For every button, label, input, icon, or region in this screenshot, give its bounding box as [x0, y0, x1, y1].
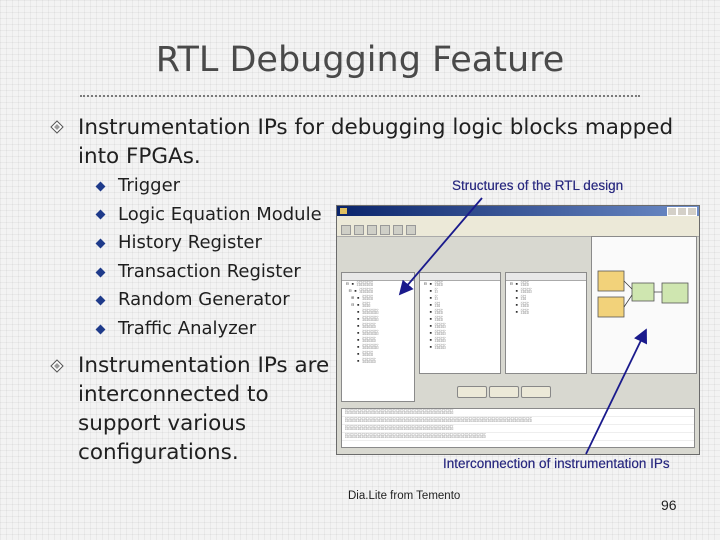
close-icon	[687, 207, 697, 216]
wire	[623, 294, 633, 308]
ip-row: ▪ ░░░	[510, 303, 529, 308]
pane-header	[420, 273, 500, 281]
toolbar-icon	[380, 225, 390, 235]
bullet-2-text: Instrumentation IPs are interconnected t…	[78, 351, 329, 467]
ip-block-diagram	[591, 236, 697, 374]
tree-row: ▪ ░░░░░░	[346, 331, 379, 336]
sub-item-history-register: History Register	[95, 229, 322, 258]
console-line: ░░░░░░░░░░░░░░░░░░░░░░░░░░░░░░░░░░░░░░░░…	[342, 417, 694, 425]
bullet-2-line-3: support various	[78, 411, 247, 436]
port-row: ▪ ░░░░	[424, 345, 446, 350]
title-divider	[80, 95, 640, 97]
dialog-button	[489, 386, 519, 398]
bullet-2-line-1: Instrumentation IPs are	[78, 353, 330, 378]
wire	[623, 280, 633, 290]
port-row: ⊟ ▪ ░░░	[424, 282, 443, 287]
tree-row: ⊞ ▪ ░░░░	[346, 296, 374, 301]
minimize-icon	[667, 207, 677, 216]
annotation-rtl-structures: Structures of the RTL design	[452, 178, 624, 193]
sub-bullet-list: Trigger Logic Equation Module History Re…	[95, 172, 322, 344]
tree-row: ⊟ ▪ ░░░░░	[346, 289, 374, 294]
ip-row: ▪ ░░░	[510, 310, 529, 315]
bullet-1-text: Instrumentation IPs for debugging logic …	[78, 113, 673, 171]
tree-row: ▪ ░░░░░░	[346, 310, 379, 315]
toolbar-icon	[393, 225, 403, 235]
arrow-to-ip-diagram	[585, 328, 647, 455]
tree-row: ▪ ░░░░░	[346, 338, 376, 343]
block-diagram-canvas	[597, 270, 689, 318]
toolbar-icon	[367, 225, 377, 235]
design-tree-pane: ⊟ ▪ ░░░░░░ ⊟ ▪ ░░░░░ ⊞ ▪ ░░░░ ⊟ ▪ ░░░ ▪ …	[341, 272, 415, 402]
annotation-interconnection: Interconnection of instrumentation IPs	[443, 456, 670, 471]
port-row: ▪ ░	[424, 296, 438, 301]
ip-tree-pane: ⊟ ▪ ░░░ ▪ ░░░░ ▪ ░░ ▪ ░░░ ▪ ░░░	[505, 272, 587, 374]
tree-row: ⊟ ▪ ░░░	[346, 303, 371, 308]
slide-title: RTL Debugging Feature	[155, 40, 565, 80]
window-titlebar	[337, 206, 699, 216]
pane-header	[506, 273, 586, 281]
sub-item-traffic-analyzer: Traffic Analyzer	[95, 315, 322, 344]
ip-row: ▪ ░░	[510, 296, 527, 301]
bullet-2-line-4: configurations.	[78, 440, 239, 465]
port-row: ▪ ░░░	[424, 310, 443, 315]
dialog-button	[457, 386, 487, 398]
tree-row: ▪ ░░░░░	[346, 324, 376, 329]
tree-row: ▪ ░░░░	[346, 352, 374, 357]
console-line: ░░░░░░░░░░░░░░░░░░░░░░░░░░░░░░░░░░░░░░░░	[342, 425, 694, 433]
console-line: ░░░░░░░░░░░░░░░░░░░░░░░░░░░░░░░░░░░░░░░░	[342, 409, 694, 417]
arrow-to-rtl-tree	[398, 197, 483, 296]
bullet-1-line-2: into FPGAs.	[78, 144, 201, 169]
port-row: ▪ ░░░░	[424, 338, 446, 343]
sub-item-trigger: Trigger	[95, 172, 322, 201]
dialog-button	[521, 386, 551, 398]
bullet-2-line-2: interconnected to	[78, 382, 269, 407]
tree-row: ▪ ░░░░░░	[346, 345, 379, 350]
sub-item-logic-equation: Logic Equation Module	[95, 201, 322, 230]
port-row: ▪ ░░░░	[424, 324, 446, 329]
port-row: ▪ ░	[424, 289, 438, 294]
window-toolbar	[337, 224, 699, 237]
sub-item-transaction-register: Transaction Register	[95, 258, 322, 287]
toolbar-icon	[354, 225, 364, 235]
ip-row: ⊟ ▪ ░░░	[510, 282, 529, 287]
toolbar-icon	[341, 225, 351, 235]
diamond-bullet-icon	[50, 359, 64, 373]
port-list-pane: ⊟ ▪ ░░░ ▪ ░ ▪ ░ ▪ ░░ ▪ ░░░ ▪ ░░░ ▪ ░░░░ …	[419, 272, 501, 374]
port-row: ▪ ░░░░	[424, 331, 446, 336]
port-row: ▪ ░░░	[424, 317, 443, 322]
tree-row: ▪ ░░░░░░	[346, 317, 379, 322]
sub-item-random-generator: Random Generator	[95, 286, 322, 315]
console-line: ░░░░░░░░░░░░░░░░░░░░░░░░░░░░░░░░░░░░░░░░…	[342, 433, 694, 441]
app-icon	[340, 208, 347, 214]
diamond-bullet-icon	[50, 120, 64, 134]
bullet-1-line-1: Instrumentation IPs for debugging logic …	[78, 115, 674, 140]
tree-row: ▪ ░░░░░	[346, 359, 376, 364]
tree-row: ⊟ ▪ ░░░░░░	[346, 282, 374, 287]
console-log: ░░░░░░░░░░░░░░░░░░░░░░░░░░░░░░░░░░░░░░░░…	[341, 408, 695, 448]
ip-block	[661, 282, 689, 304]
pane-header	[342, 273, 414, 281]
page-number: 96	[661, 497, 677, 513]
ip-row: ▪ ░░░░	[510, 289, 532, 294]
window-menubar	[337, 216, 699, 224]
slide-footer: Dia.Lite from Temento	[348, 490, 461, 502]
toolbar-icon	[406, 225, 416, 235]
maximize-icon	[677, 207, 687, 216]
port-row: ▪ ░░	[424, 303, 441, 308]
